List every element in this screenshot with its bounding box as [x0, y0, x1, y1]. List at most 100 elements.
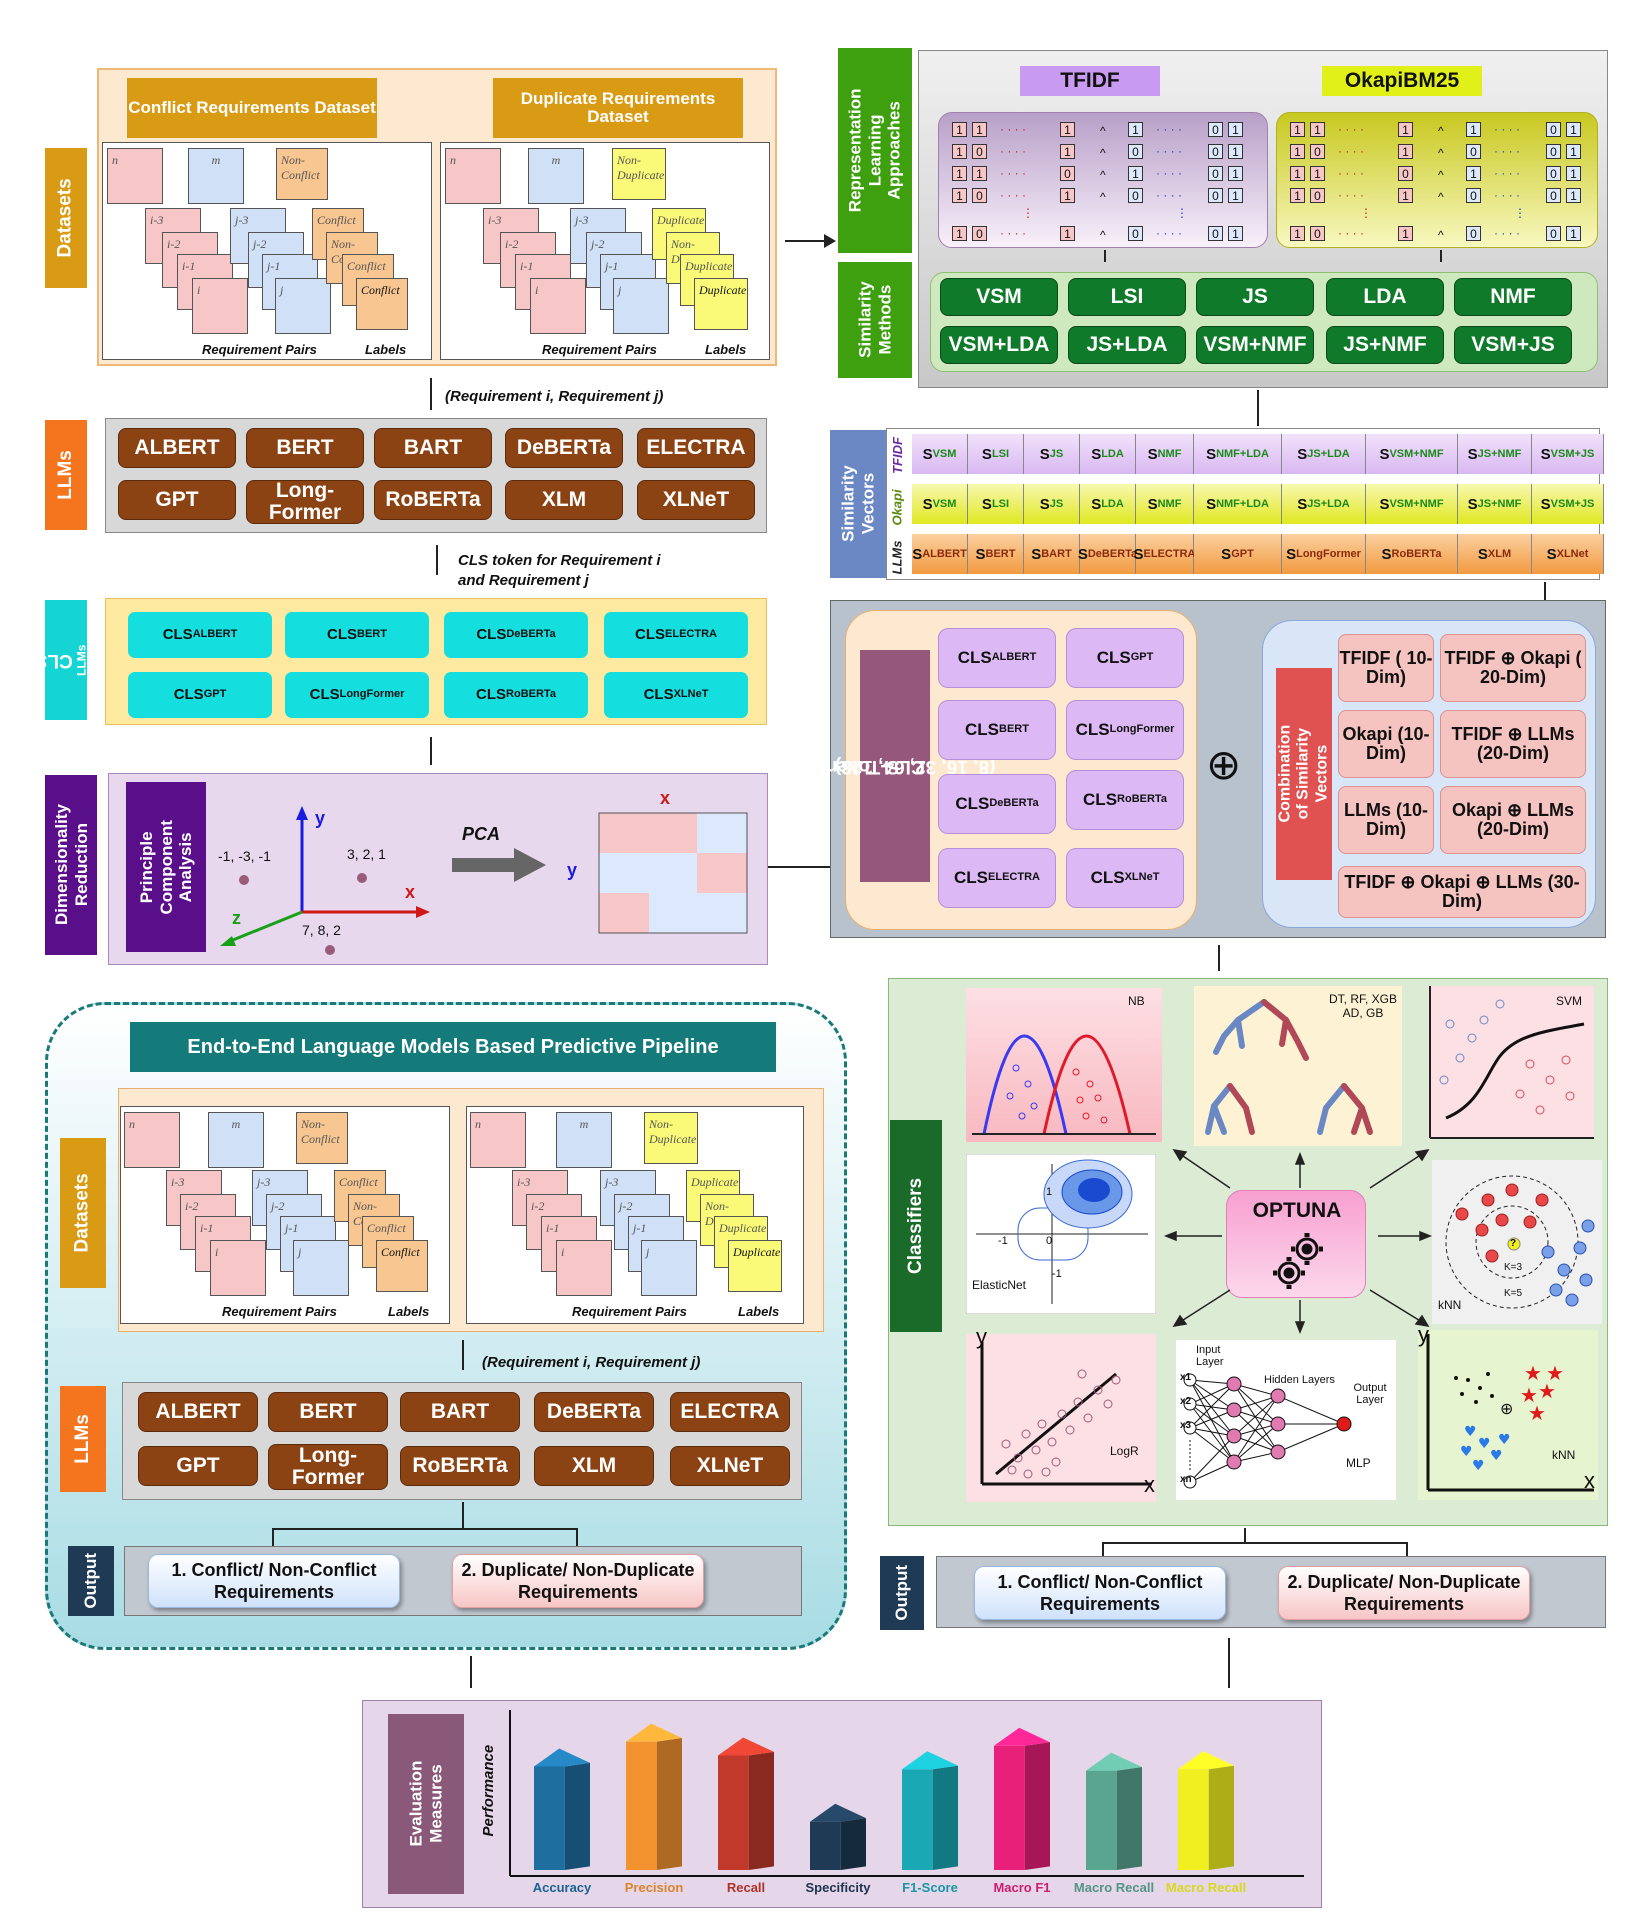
method-lsi: LSI — [1068, 278, 1186, 316]
right-output-side-label: Output — [880, 1556, 924, 1630]
method-js-lda: JS+LDA — [1068, 326, 1186, 364]
pca-arrow-label: PCA — [462, 824, 501, 844]
req-pairs-label: Requirement Pairs — [222, 1304, 337, 1319]
pipeline-llm-roberta[interactable]: RoBERTa — [400, 1446, 520, 1486]
pipeline-req-pair-label: (Requirement i, Requirement j) — [482, 1354, 701, 1371]
matrix-cell: 1 — [1228, 226, 1243, 241]
matrix-cell: 1 — [972, 122, 987, 137]
matrix-cell: 1 — [952, 122, 967, 137]
label-duplicate: Duplicate — [728, 1240, 782, 1292]
pipeline-llm-xlm[interactable]: XLM — [534, 1446, 654, 1486]
connector-horizontal — [1102, 1542, 1406, 1544]
pca-axis-z-label: z — [232, 908, 241, 928]
llm-albert-button[interactable]: ALBERT — [118, 428, 236, 468]
sv-row-label-tfidf: TFIDF — [889, 436, 905, 474]
eval-bar — [1178, 1751, 1234, 1870]
matrix-cell: 0 — [1546, 144, 1561, 159]
pipeline-llm-electra[interactable]: ELECTRA — [670, 1392, 790, 1432]
matrix-cell: 1 — [952, 226, 967, 241]
trees-label: DT, RF, XGB AD, GB — [1328, 992, 1397, 1020]
pipeline-output-conflict-button[interactable]: 1. Conflict/ Non-Conflict Requirements — [148, 1554, 400, 1608]
llm-xlnet-button[interactable]: XLNeT — [637, 480, 755, 520]
combination-side-label: Combination of Similarity Vectors — [1276, 668, 1332, 880]
pipeline-llm-bart[interactable]: BART — [400, 1392, 520, 1432]
method-vsm-nmf: VSM+NMF — [1196, 326, 1314, 364]
card-j: j — [293, 1240, 349, 1296]
eval-bar — [902, 1751, 958, 1870]
oplus-symbol: ⊕ — [1206, 740, 1242, 789]
okapi-matrix-panel — [1276, 112, 1598, 248]
cls-flow-label-2: and Requirement j — [458, 572, 589, 589]
matrix-cell: 1 — [1310, 166, 1325, 181]
arrow-to-pca — [430, 737, 432, 765]
matrix-cell: 1 — [1398, 188, 1413, 203]
llm-bart-button[interactable]: BART — [374, 428, 492, 468]
svg-text:★: ★ — [1520, 1383, 1538, 1407]
label-non-conflict-top: Non-Conflict — [296, 1112, 348, 1164]
matrix-dots: · · · · — [1494, 166, 1520, 180]
pipeline-connector-horizontal — [272, 1528, 578, 1530]
matrix-cell: 1 — [1228, 188, 1243, 203]
right-output-conflict-button[interactable]: 1. Conflict/ Non-Conflict Requirements — [974, 1566, 1226, 1620]
pipeline-llm-deberta[interactable]: DeBERTa — [534, 1392, 654, 1432]
sv-row-label-okapi: Okapi — [889, 488, 905, 526]
matrix-cell: 0 — [1466, 226, 1481, 241]
pipeline-title: End-to-End Language Models Based Predict… — [130, 1022, 776, 1072]
matrix-cell: 1 — [952, 188, 967, 203]
llm-deberta-button[interactable]: DeBERTa — [505, 428, 623, 468]
pipeline-llm-bert[interactable]: BERT — [268, 1392, 388, 1432]
arrow-vectors-to-combination — [1544, 582, 1546, 600]
gears-icon — [1273, 1233, 1323, 1289]
pipeline-connector-down — [462, 1502, 464, 1528]
mlp-plot — [1176, 1340, 1396, 1500]
svm-label: SVM — [1556, 994, 1583, 1008]
method-lda: LDA — [1326, 278, 1444, 316]
matrix-dots: · · · · — [1494, 122, 1520, 136]
llm-bert-button[interactable]: BERT — [246, 428, 364, 468]
matrix-cell: 1 — [972, 166, 987, 181]
matrix-cell: 1 — [1290, 122, 1305, 137]
mlp-xn: xn — [1180, 1474, 1192, 1485]
llm-xlm-button[interactable]: XLM — [505, 480, 623, 520]
eval-bar — [534, 1748, 590, 1870]
pca-matrix-y-label: y — [567, 860, 578, 880]
pipeline-llm-xlnet[interactable]: XLNeT — [670, 1446, 790, 1486]
pipeline-llm-gpt[interactable]: GPT — [138, 1446, 258, 1486]
matrix-dots: · · · · — [1000, 122, 1026, 136]
matrix-dots: · · · · — [1156, 166, 1182, 180]
card-n: n — [470, 1112, 526, 1168]
llm-longformer-button[interactable]: Long-Former — [246, 479, 364, 524]
pipeline-llm-albert[interactable]: ALBERT — [138, 1392, 258, 1432]
duplicate-dataset-title: Duplicate Requirements Dataset — [493, 78, 743, 138]
right-output-duplicate-button[interactable]: 2. Duplicate/ Non-Duplicate Requirements — [1278, 1566, 1530, 1620]
elasticnet-tick-0: 0 — [1046, 1235, 1053, 1247]
matrix-cell: 0 — [1310, 188, 1325, 203]
card-n: n — [445, 148, 501, 204]
optuna-box[interactable]: OPTUNA — [1226, 1190, 1366, 1298]
pipeline-arrow-to-llms — [462, 1340, 464, 1370]
llm-gpt-button[interactable]: GPT — [118, 480, 236, 520]
pipeline-output-duplicate-button[interactable]: 2. Duplicate/ Non-Duplicate Requirements — [452, 1554, 704, 1608]
llm-electra-button[interactable]: ELECTRA — [637, 428, 755, 468]
pca-point-3-label: 7, 8, 2 — [302, 922, 341, 938]
pca-label-box: Principle Component Analysis — [126, 782, 206, 952]
matrix-cell: 1 — [1060, 122, 1075, 137]
method-vsm-js: VSM+JS — [1454, 326, 1572, 364]
matrix-caret: ^ — [1438, 146, 1444, 160]
pipeline-llm-longformer[interactable]: Long-Former — [268, 1444, 388, 1490]
arrow-datasets-to-representation — [785, 240, 827, 242]
knn2-axis-y: y — [1418, 1322, 1429, 1347]
knn-query-label: ? — [1510, 1238, 1517, 1249]
method-nmf: NMF — [1454, 278, 1572, 316]
llm-roberta-button[interactable]: RoBERTa — [374, 480, 492, 520]
